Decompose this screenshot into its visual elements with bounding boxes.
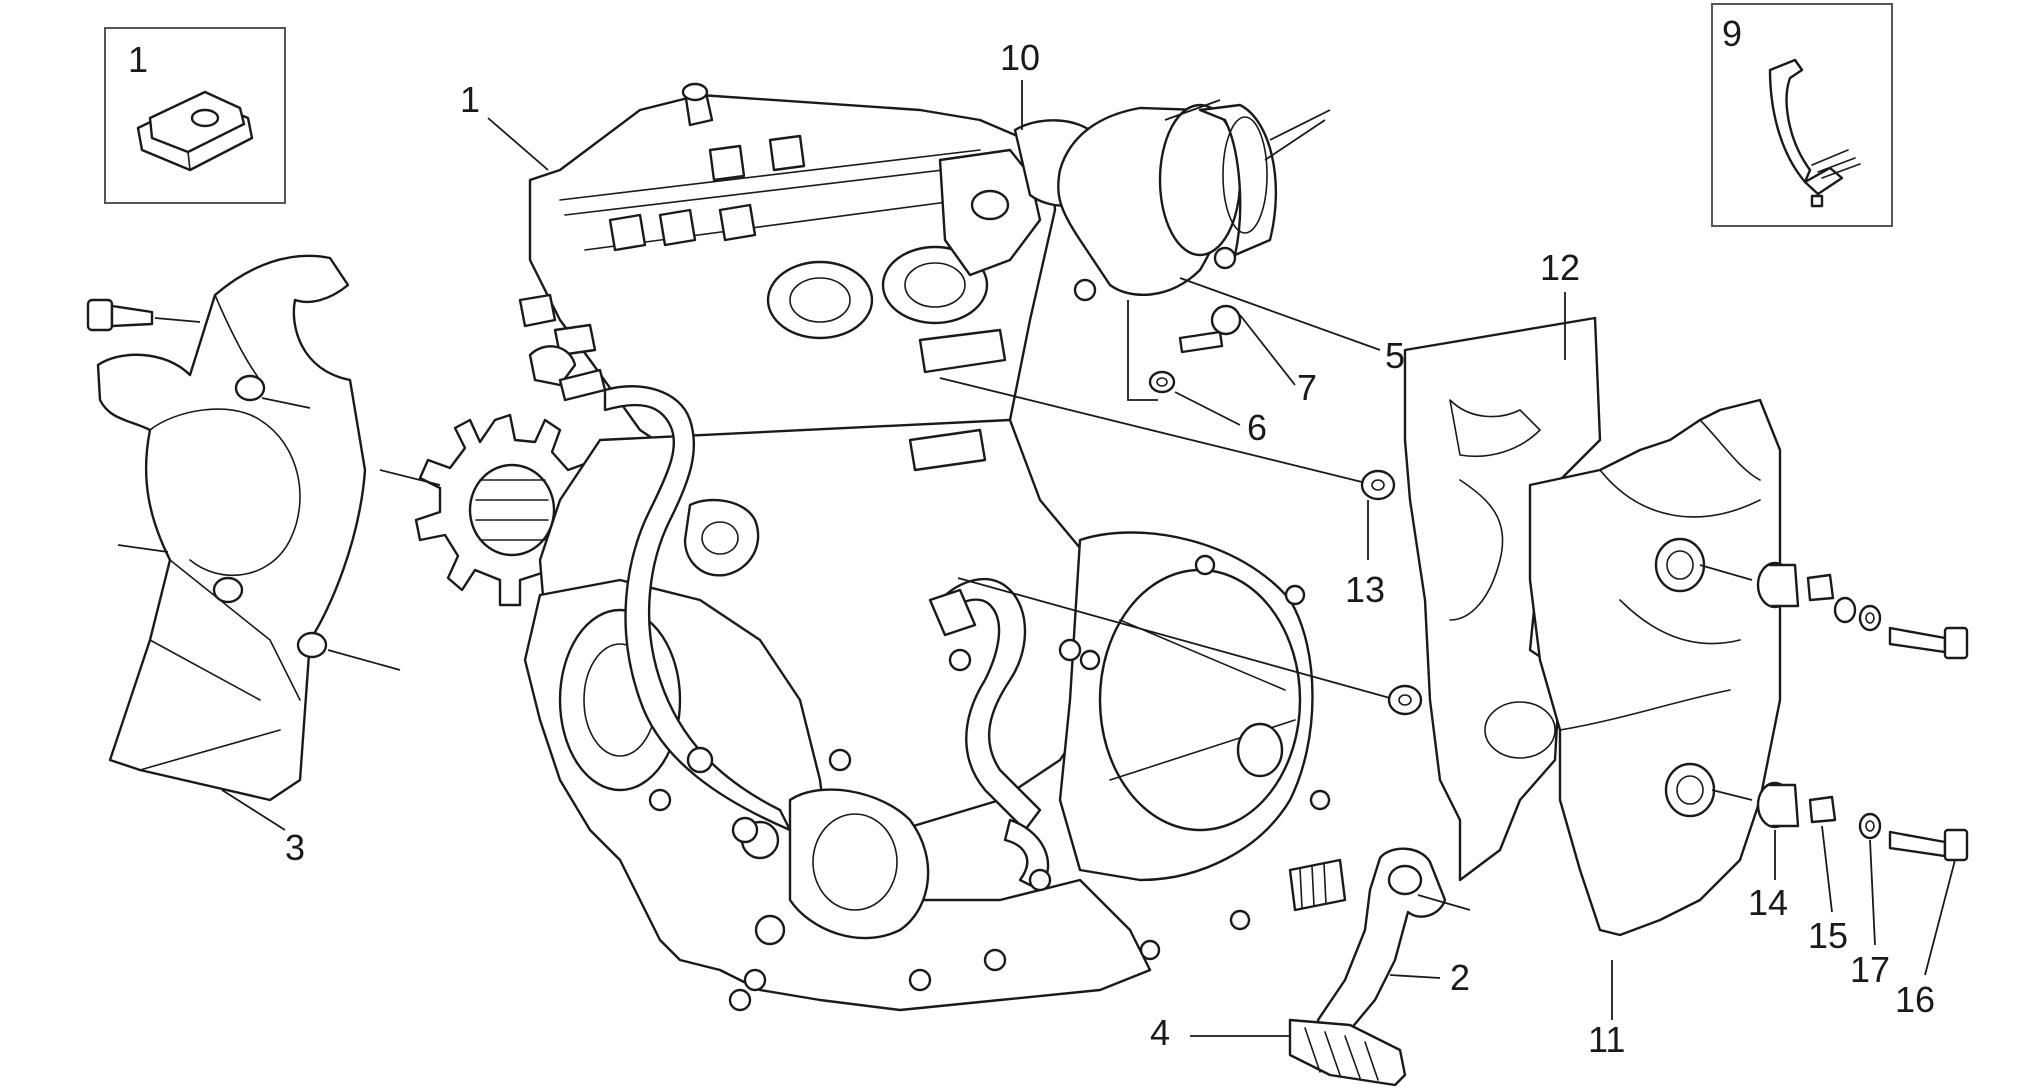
callout-13: 13 <box>1345 569 1385 610</box>
callout-6: 6 <box>1247 407 1267 448</box>
intake-manifold-part-10 <box>1013 99 1331 302</box>
callout-17: 17 <box>1850 949 1890 990</box>
fastener-row-lower <box>1711 781 1969 862</box>
gasket-part-12 <box>1403 316 1602 882</box>
washer-part-13-upper <box>939 377 1396 501</box>
leader-16 <box>1924 859 1956 976</box>
clip-nut-drawing <box>136 90 254 172</box>
side-cover-part-11 <box>1528 398 1782 937</box>
inset-box-part-8: 1 <box>104 27 286 204</box>
callout-16: 16 <box>1895 979 1935 1020</box>
leader-17 <box>1869 839 1876 946</box>
fastener-row-upper <box>1699 561 1969 660</box>
leader-5 <box>1179 277 1381 351</box>
callout-10: 10 <box>1000 37 1040 78</box>
callout-3: 3 <box>285 827 305 868</box>
washer-part-13-lower <box>957 577 1423 716</box>
callout-1-label: 1 <box>460 79 480 120</box>
sprocket-cover-part-3 <box>96 254 401 802</box>
cover-bolt <box>86 298 201 332</box>
leader-3 <box>221 789 286 831</box>
bolt-part-7 <box>1178 304 1296 386</box>
callout-2: 2 <box>1450 957 1470 998</box>
callout-12: 12 <box>1540 247 1580 288</box>
callout-11: 11 <box>1588 1019 1625 1060</box>
callout-7: 7 <box>1297 367 1317 408</box>
callout-5: 5 <box>1385 335 1405 376</box>
gear-shift-lever-part-2 <box>1316 847 1471 1036</box>
washer-part-6 <box>1148 370 1241 426</box>
callout-15: 15 <box>1808 915 1848 956</box>
leader-2 <box>1389 974 1441 979</box>
callout-14: 14 <box>1748 882 1788 923</box>
callout-8: 1 <box>128 39 148 80</box>
inset-box-part-9: 9 <box>1711 3 1893 227</box>
leader-15 <box>1821 825 1833 913</box>
leader-6-7-bracket <box>1127 300 1158 401</box>
leader-1 <box>487 117 549 171</box>
engine-assembly-part-1 <box>518 82 1347 1012</box>
shift-pedal-rubber-part-4 <box>1288 1018 1407 1087</box>
callout-4: 4 <box>1150 1012 1170 1053</box>
hose-clamp-drawing <box>1768 58 1861 208</box>
callout-9: 9 <box>1722 13 1742 54</box>
